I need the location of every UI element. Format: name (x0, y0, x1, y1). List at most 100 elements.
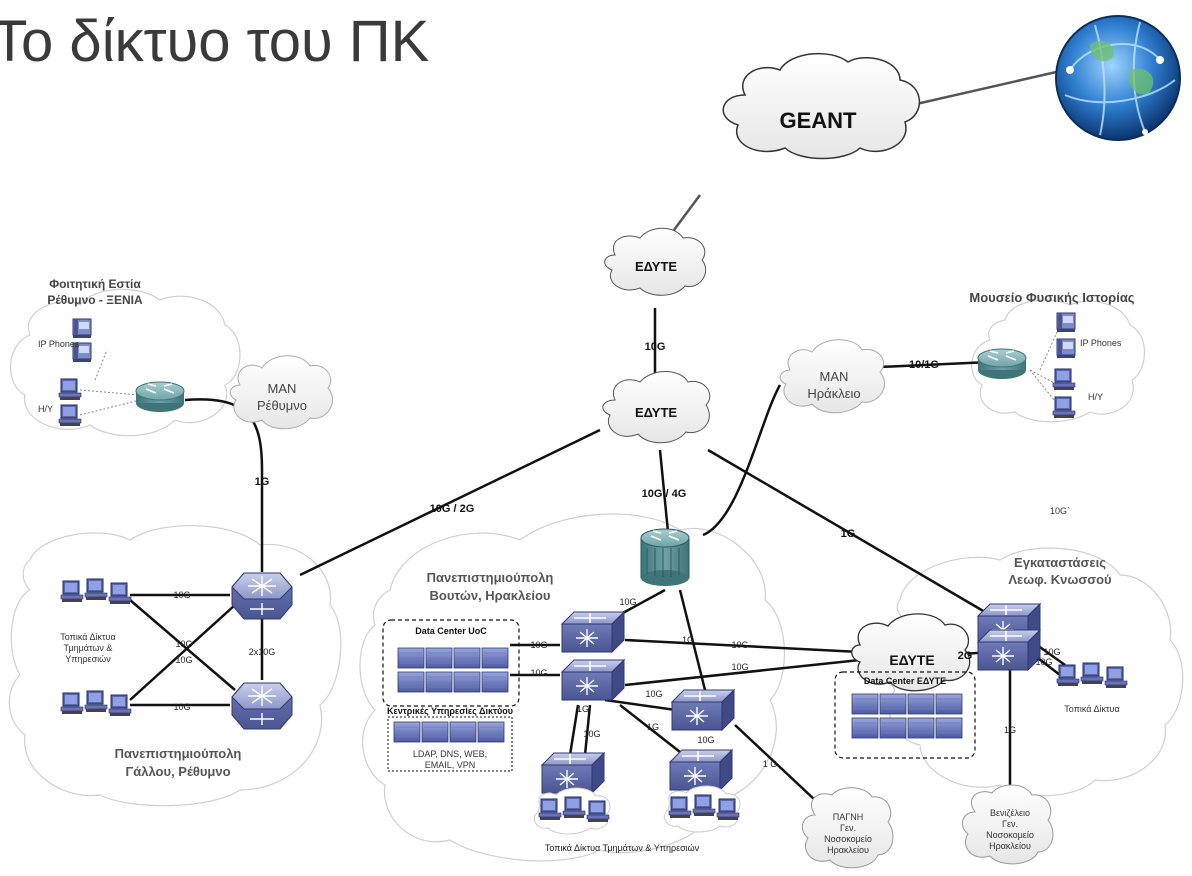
link-label-gallou-edyte: 10G / 2G (430, 503, 475, 515)
switch-knossos-2 (977, 629, 1041, 671)
switch-vouton-access-2 (669, 749, 733, 791)
venizeleio-line4: Ηρακλείου (989, 841, 1031, 851)
link-label-k-venizeleio: 1G (1004, 725, 1016, 735)
link-label-v-sw-dist: 10G (645, 689, 662, 699)
knossos-title-line1: Εγκαταστάσεις (1014, 555, 1106, 570)
link-label-edyte-edyte: 10G (645, 341, 666, 353)
link-label-v-dc2: 10G (530, 668, 547, 678)
venizeleio-line3: Νοσοκομείο (986, 830, 1034, 840)
edyte-main-label: ΕΔΥΤΕ (635, 405, 677, 420)
pagni-line4: Ηρακλείου (827, 845, 869, 855)
museum-pc-label: Η/Υ (1088, 392, 1103, 402)
edyte-knossos-label: ΕΔΥΤΕ (889, 652, 934, 668)
globe-icon (1055, 15, 1181, 141)
cloud-edyte-main: ΕΔΥΤΕ (602, 371, 711, 444)
link-labels-minor: 10G 10G 10G 2x10G 10G 10G 10G 10G 1G 10G… (173, 590, 1060, 769)
gallou-site-title: Πανεπιστημιούπολη Γάλλου, Ρέθυμνο (115, 746, 242, 779)
knossos-title-line2: Λεωφ. Κνωσσού (1008, 572, 1112, 587)
core-services-label: Κεντρικές Υπηρεσίες Δικτύου (387, 706, 513, 716)
core-services-list-line2: EMAIL, VPN (425, 760, 476, 770)
link-label-v-router-edyte: 1G (682, 635, 694, 645)
cloud-edyte-top: ΕΔΥΤΕ (604, 227, 707, 296)
vouton-title-line1: Πανεπιστημιούπολη (427, 570, 554, 585)
vouton-lans-label: Τοπικά Δίκτυα Τμημάτων & Υπηρεσιών (545, 843, 700, 853)
pagni-line1: ΠΑΓΝΗ (833, 812, 863, 822)
cloud-museum (971, 299, 1145, 423)
man-heraklion-line1: MAN (820, 369, 849, 384)
ip-phone-icon (1056, 338, 1076, 359)
pagni-line2: Γεν. (840, 823, 856, 833)
link-label-edyte-knossos: 1G (841, 528, 856, 540)
link-label-man-museum: 10/1G (909, 359, 939, 371)
link-label-g-pc1: 10G (173, 590, 190, 600)
link-label-g-switch: 2x10G (249, 647, 276, 657)
link-museum-dotted (1029, 329, 1059, 406)
vouton-site-title: Πανεπιστημιούπολη Βουτών, Ηρακλείου (427, 570, 554, 603)
man-rethymno-line2: Ρέθυμνο (257, 398, 307, 413)
link-label-k-pc2: 10G (1035, 657, 1052, 667)
cloud-venizeleio: Βενιζέλειο Γεν. Νοσοκομείο Ηρακλείου (961, 784, 1054, 865)
core-services-list-line1: LDAP, DNS, WEB, (413, 749, 487, 759)
dc-uoc-label: Data Center UoC (415, 626, 487, 636)
link-label-g-cross2: 10G (175, 655, 192, 665)
core-services-box (387, 716, 513, 772)
router-museum (977, 348, 1027, 380)
router-xenia (135, 381, 185, 413)
cloud-man-rethymno: MAN Ρέθυμνο (229, 355, 333, 430)
venizeleio-line2: Γεν. (1002, 819, 1018, 829)
link-xenia-dotted (79, 349, 141, 416)
link-labels-major: 10G 10/1G 1G 10G / 2G 10G / 4G 1G 2G (255, 341, 973, 662)
museum-phones-label: IP Phones (1080, 338, 1122, 348)
dc-edyte-label: Data Center ΕΔΥΤΕ (864, 676, 946, 686)
xenia-phones-label: IP Phones (38, 339, 80, 349)
gallou-title-line2: Γάλλου, Ρέθυμνο (125, 764, 230, 779)
cloud-geant: GEANT (722, 52, 921, 160)
gallou-lans-line2: Τμημάτων & (64, 643, 113, 653)
switch-vouton-access-1 (541, 752, 605, 794)
switch-vouton-core-1 (561, 611, 625, 653)
link-label-g-cross1: 10G (175, 639, 192, 649)
xenia-title-line1: Φοιτητική Εστία (49, 277, 141, 291)
vouton-pcs-1 (533, 787, 611, 835)
xenia-site-title: Φοιτητική Εστία Ρέθυμνο - ΞΕΝΙΑ (47, 277, 143, 307)
man-rethymno-line1: MAN (268, 381, 297, 396)
geant-label: GEANT (780, 108, 858, 133)
knossos-site-title: Εγκαταστάσεις Λεωφ. Κνωσσού (1008, 555, 1112, 587)
core-router-vouton (640, 528, 690, 587)
xenia-pc-label: Η/Υ (38, 404, 53, 414)
ip-phone-icon (72, 318, 92, 339)
knossos-lans-label: Τοπικά Δίκτυα (1064, 704, 1119, 714)
link-label-v-router-sw: 10G (619, 597, 636, 607)
ip-phone-icon (1056, 312, 1076, 333)
dc-edyte-box (834, 671, 976, 759)
switch-gallou-1 (231, 572, 293, 620)
edyte-top-label: ΕΔΥΤΕ (635, 259, 677, 274)
switch-gallou-2 (231, 682, 293, 730)
link-label-stray: 10G` (1050, 506, 1070, 516)
xenia-title-line2: Ρέθυμνο - ΞΕΝΙΑ (47, 293, 143, 307)
link-label-k-pc1: 10G (1043, 647, 1060, 657)
link-label-v-dc1: 10G (530, 640, 547, 650)
link-label-v-10g-b: 10G (697, 735, 714, 745)
vouton-pcs-2 (663, 785, 741, 833)
vouton-title-line2: Βουτών, Ηρακλείου (430, 588, 551, 603)
link-label-rethymno-xenia: 1G (255, 476, 270, 488)
link-label-v-1g-b: 1G (647, 722, 659, 732)
link-label-v-sw-edyte1: 10G (731, 640, 748, 650)
switch-vouton-core-2 (561, 659, 625, 701)
page-title: Το δίκτυο του ΠΚ (0, 9, 430, 74)
cloud-man-heraklion: MAN Ηράκλειο (779, 339, 885, 414)
museum-title: Μουσείο Φυσικής Ιστορίας (969, 290, 1134, 305)
pagni-line3: Νοσοκομείο (824, 834, 872, 844)
link-label-knossos-2g: 2G (958, 650, 973, 662)
gallou-lans-label: Τοπικά Δίκτυα Τμημάτων & Υπηρεσιών (60, 632, 115, 664)
cloud-pagni: ΠΑΓΝΗ Γεν. Νοσοκομείο Ηρακλείου (801, 787, 894, 869)
link-label-v-10g-a: 10G (583, 729, 600, 739)
man-heraklion-line2: Ηράκλειο (807, 386, 860, 401)
gallou-lans-line1: Τοπικά Δίκτυα (60, 632, 115, 642)
gallou-lans-line3: Υπηρεσιών (65, 654, 111, 664)
link-label-v-sw-edyte2: 10G (731, 662, 748, 672)
dc-uoc-box (382, 619, 520, 707)
